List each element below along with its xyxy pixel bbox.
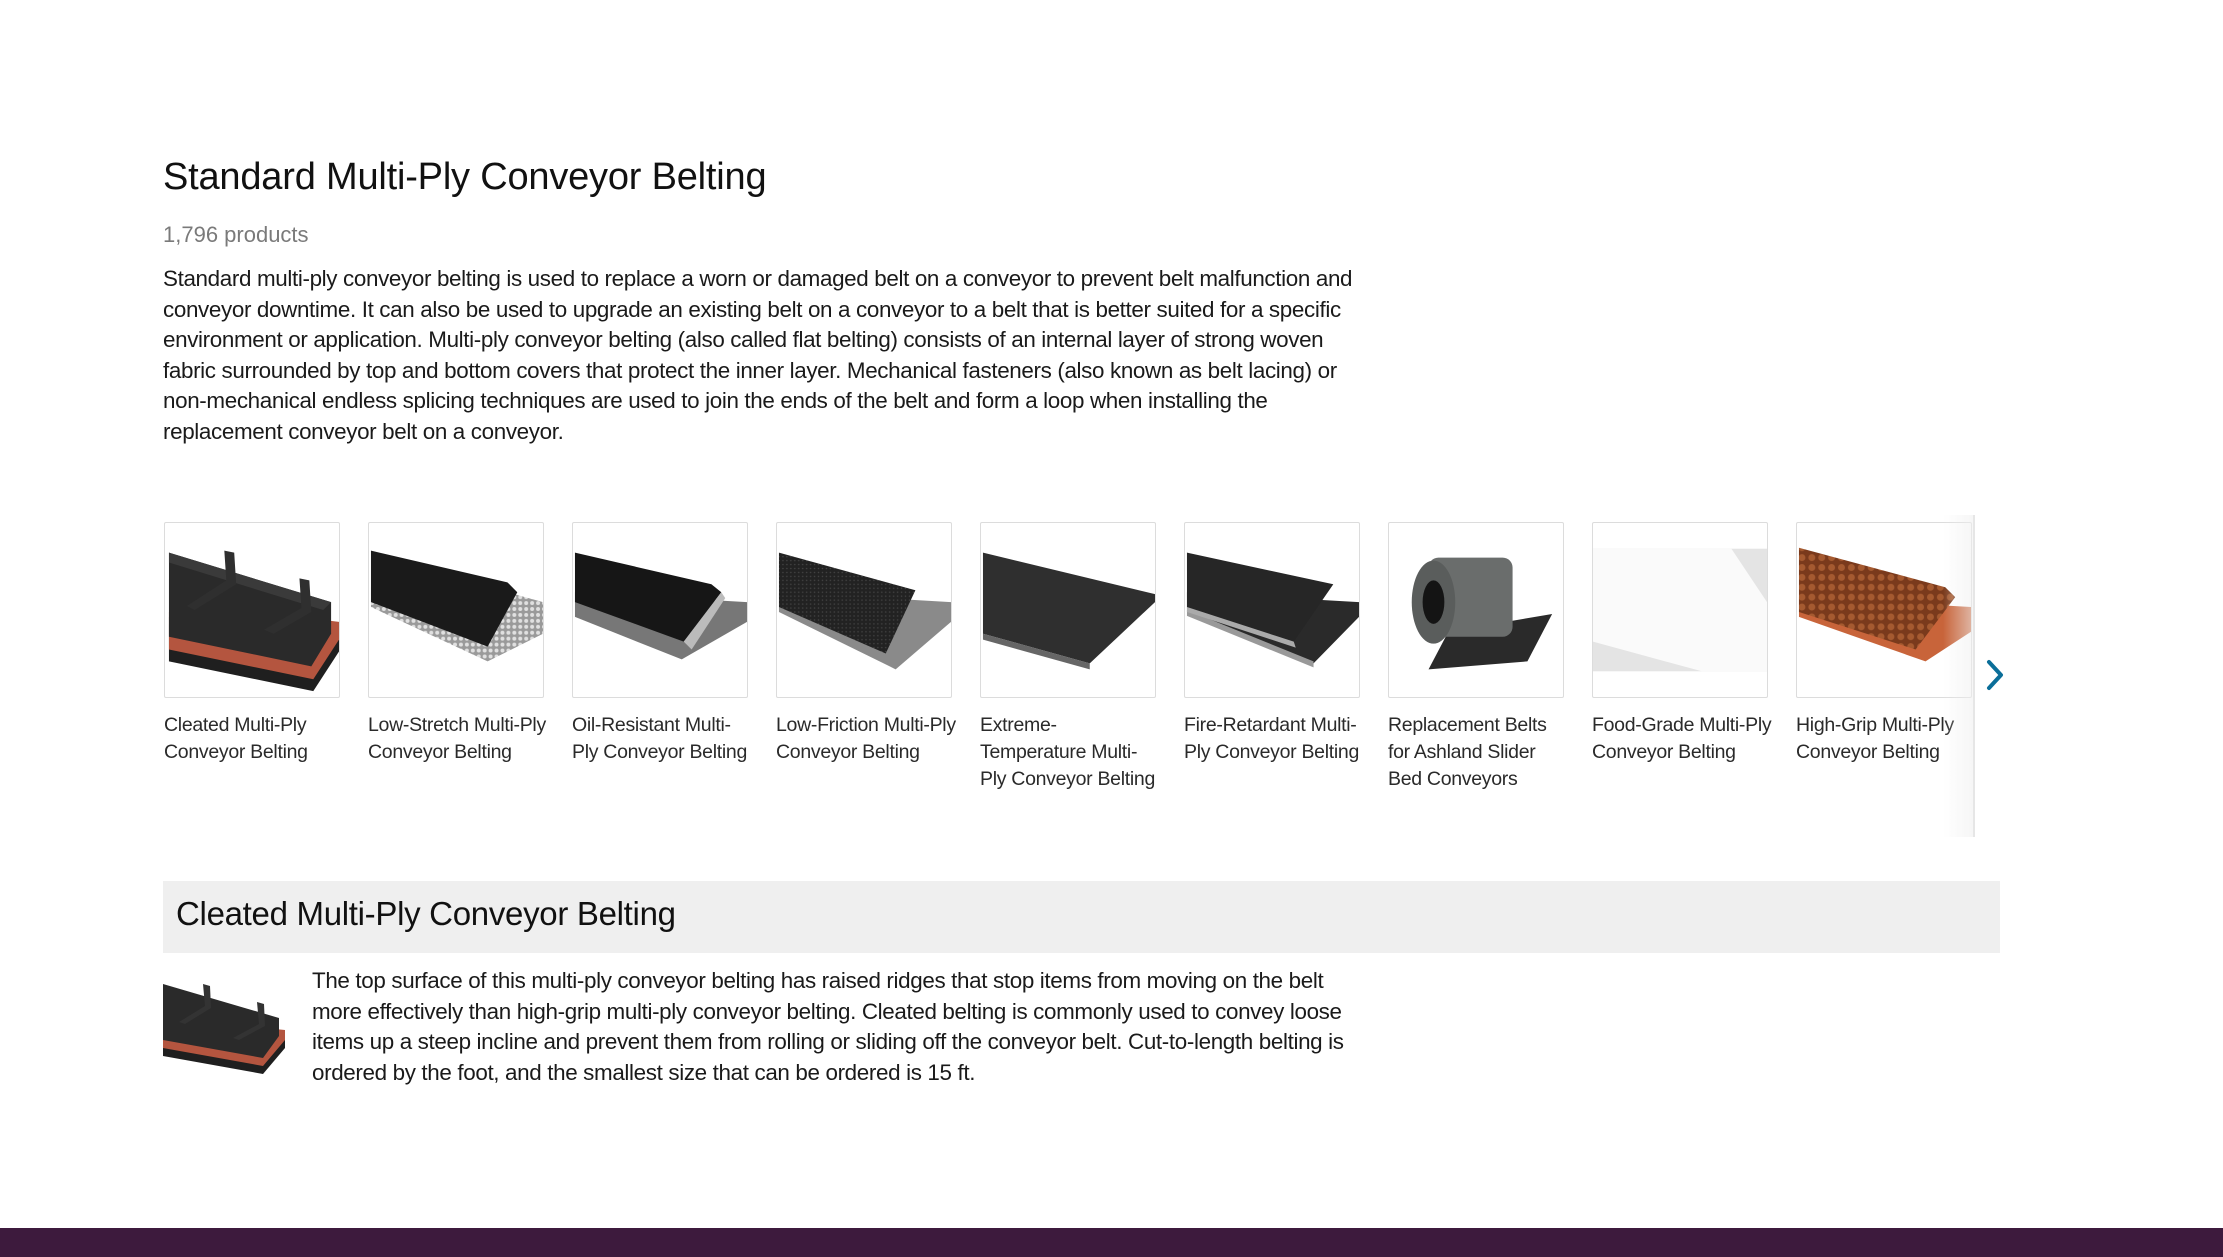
belt-roll-image: [1388, 522, 1564, 698]
oil-resistant-belt-image: [572, 522, 748, 698]
subcategory-card-oil-resistant[interactable]: Oil-Resistant Multi-Ply Conveyor Belting: [572, 522, 750, 766]
low-friction-belt-image: [776, 522, 952, 698]
subcategory-label: Low-Stretch Multi-Ply Conveyor Belting: [368, 714, 546, 763]
food-grade-belt-image: [1592, 522, 1768, 698]
high-grip-belt-image: [1796, 522, 1972, 698]
fire-retardant-belt-image: [1184, 522, 1360, 698]
subcategory-label: Food-Grade Multi-Ply Conveyor Belting: [1592, 714, 1772, 763]
carousel-fade: [1943, 515, 1973, 837]
footer-bar: [0, 1228, 2223, 1257]
subcategory-card-extreme-temperature[interactable]: Extreme-Temperature Multi-Ply Conveyor B…: [980, 522, 1158, 793]
page-title: Standard Multi-Ply Conveyor Belting: [163, 156, 767, 198]
carousel-next-button[interactable]: [1975, 645, 2015, 705]
subcategory-card-cleated[interactable]: Cleated Multi-Ply Conveyor Belting: [164, 522, 342, 766]
subcategory-card-high-grip[interactable]: High-Grip Multi-Ply Conveyor Belting: [1796, 522, 1973, 766]
subcategory-label: Fire-Retardant Multi-Ply Conveyor Beltin…: [1184, 714, 1360, 763]
carousel-track: Cleated Multi-Ply Conveyor Belting Low-S…: [163, 515, 1973, 837]
subcategory-card-food-grade[interactable]: Food-Grade Multi-Ply Conveyor Belting: [1592, 522, 1772, 766]
subcategory-label: High-Grip Multi-Ply Conveyor Belting: [1796, 714, 1954, 763]
product-count: 1,796 products: [163, 222, 309, 247]
low-stretch-belt-image: [368, 522, 544, 698]
subcategory-label: Oil-Resistant Multi-Ply Conveyor Belting: [572, 714, 748, 763]
extreme-temperature-belt-image: [980, 522, 1156, 698]
section-header: Cleated Multi-Ply Conveyor Belting: [163, 881, 2000, 953]
subcategory-card-low-friction[interactable]: Low-Friction Multi-Ply Conveyor Belting: [776, 522, 956, 766]
category-description: Standard multi-ply conveyor belting is u…: [163, 266, 1353, 444]
cleated-belt-thumbnail: [163, 978, 285, 1074]
cleated-belt-image: [164, 522, 340, 698]
carousel-edge: [1973, 515, 1975, 837]
subcategory-label: Extreme-Temperature Multi-Ply Conveyor B…: [980, 714, 1156, 790]
subcategory-label: Low-Friction Multi-Ply Conveyor Belting: [776, 714, 956, 763]
section-description: The top surface of this multi-ply convey…: [312, 968, 1344, 1085]
chevron-right-icon: [1987, 660, 2003, 690]
section-title: Cleated Multi-Ply Conveyor Belting: [176, 895, 676, 932]
subcategory-label: Cleated Multi-Ply Conveyor Belting: [164, 714, 308, 763]
subcategory-card-ashland-replacement[interactable]: Replacement Belts for Ashland Slider Bed…: [1388, 522, 1566, 793]
subcategory-label: Replacement Belts for Ashland Slider Bed…: [1388, 714, 1547, 790]
subcategory-carousel: Cleated Multi-Ply Conveyor Belting Low-S…: [163, 515, 2003, 837]
subcategory-card-low-stretch[interactable]: Low-Stretch Multi-Ply Conveyor Belting: [368, 522, 546, 766]
subcategory-card-fire-retardant[interactable]: Fire-Retardant Multi-Ply Conveyor Beltin…: [1184, 522, 1362, 766]
